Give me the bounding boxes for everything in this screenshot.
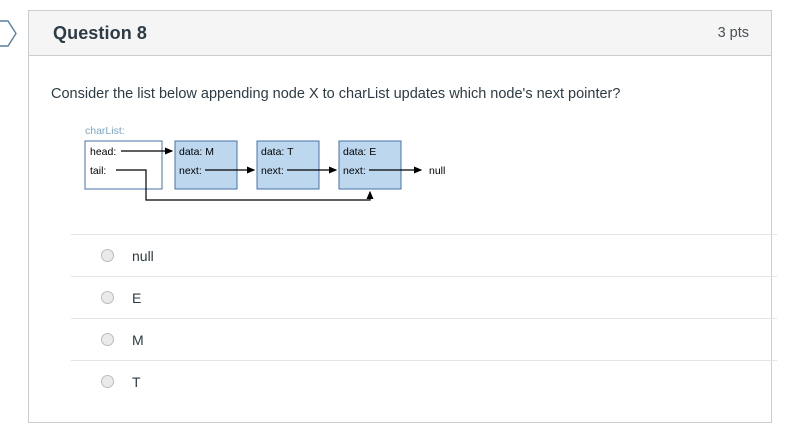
question-title: Question 8: [53, 22, 148, 43]
answer-option-t[interactable]: T: [71, 360, 777, 402]
charlist-label: charList:: [85, 125, 125, 137]
node-m-next: next:: [179, 165, 202, 177]
question-body: Consider the list below appending node X…: [29, 56, 777, 402]
answer-label-m: M: [132, 331, 144, 348]
question-flag-icon[interactable]: [0, 20, 18, 47]
answer-option-m[interactable]: M: [71, 318, 777, 360]
linked-list-svg: charList: head: tail: data: M next: data…: [84, 125, 445, 201]
answer-options-list: null E M T: [71, 234, 777, 402]
node-e-next: next:: [343, 165, 366, 177]
radio-button-e[interactable]: [101, 291, 114, 305]
tail-to-e-arrow: [116, 169, 374, 201]
node-e-data: data: E: [343, 146, 376, 158]
answer-label-null: null: [132, 247, 154, 264]
answer-option-e[interactable]: E: [71, 276, 777, 318]
tail-label: tail:: [90, 165, 106, 177]
node-t-next: next:: [261, 165, 284, 177]
charlist-box: [84, 140, 163, 190]
node-t-box: [256, 140, 320, 190]
flag-outline-icon: [0, 20, 17, 47]
answer-label-e: E: [132, 289, 142, 306]
node-m-data: data: M: [179, 146, 214, 158]
node-t-data: data: T: [261, 146, 294, 158]
answer-option-null[interactable]: null: [71, 234, 777, 276]
radio-button-t[interactable]: [101, 375, 114, 389]
null-terminator-label: null: [429, 165, 445, 177]
node-m-box: [174, 140, 238, 190]
linked-list-diagram: charList: head: tail: data: M next: data…: [79, 122, 479, 212]
head-label: head:: [90, 146, 116, 158]
radio-button-m[interactable]: [101, 333, 114, 347]
answer-label-t: T: [132, 373, 141, 390]
question-text: Consider the list below appending node X…: [51, 86, 621, 102]
radio-button-null[interactable]: [101, 249, 114, 263]
question-header: Question 8 3 pts: [29, 11, 771, 56]
question-points: 3 pts: [717, 25, 749, 41]
node-e-box: [338, 140, 402, 190]
question-card: Question 8 3 pts Consider the list below…: [28, 10, 777, 423]
